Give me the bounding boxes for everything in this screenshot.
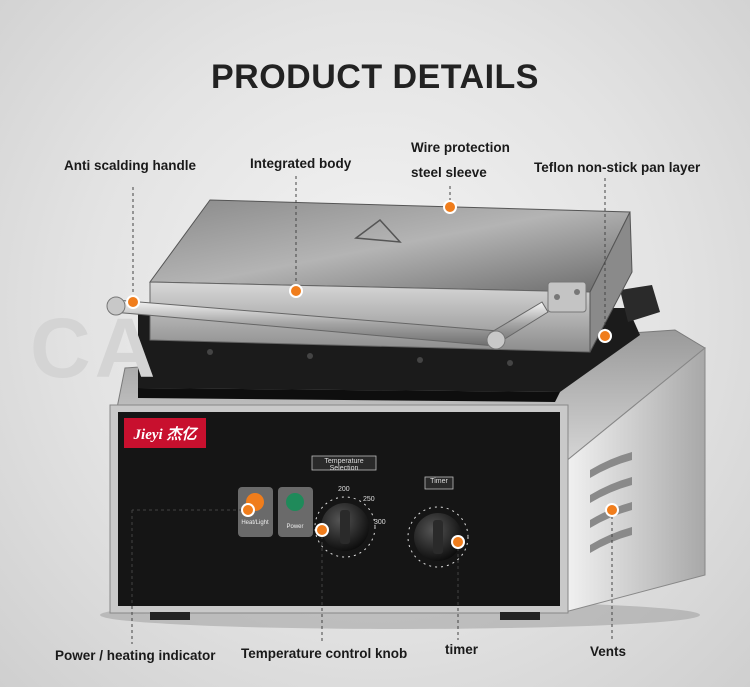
temperature-marker [315,523,329,537]
teflon-layer-label: Teflon non-stick pan layer [534,160,701,175]
timer-panel-label: Timer [430,478,448,485]
vents-marker [605,503,619,517]
body-marker [289,284,303,298]
vents-label: Vents [590,644,627,659]
dial-tick-250: 250 [363,496,375,503]
dial-tick-300: 300 [374,519,386,526]
indicator-marker [241,503,255,517]
page-title: PRODUCT DETAILS [211,58,539,96]
heating-lamp-label: Heat/Light [241,520,269,526]
handle-marker [126,295,140,309]
watermark: CA [30,301,160,395]
anti-scalding-handle-label: Anti scalding handle [64,158,197,173]
timer-marker [451,535,465,549]
wire-protection-label: Wire protection [411,140,510,155]
dial-tick-200: 200 [338,486,350,493]
steel-sleeve-label: steel sleeve [411,165,487,180]
teflon-marker [598,329,612,343]
integrated-body-label: Integrated body [250,156,352,171]
power-lamp-label: Power [286,524,304,530]
sleeve-marker [443,200,457,214]
timer-label: timer [445,642,479,657]
temperature-panel-label: Temperature Selection [324,458,364,472]
temperature-knob-label: Temperature control knob [241,646,408,661]
power-indicator-label: Power / heating indicator [55,648,216,663]
brand-name: Jieyi [133,427,163,443]
brand-chinese: 杰亿 [166,427,197,443]
